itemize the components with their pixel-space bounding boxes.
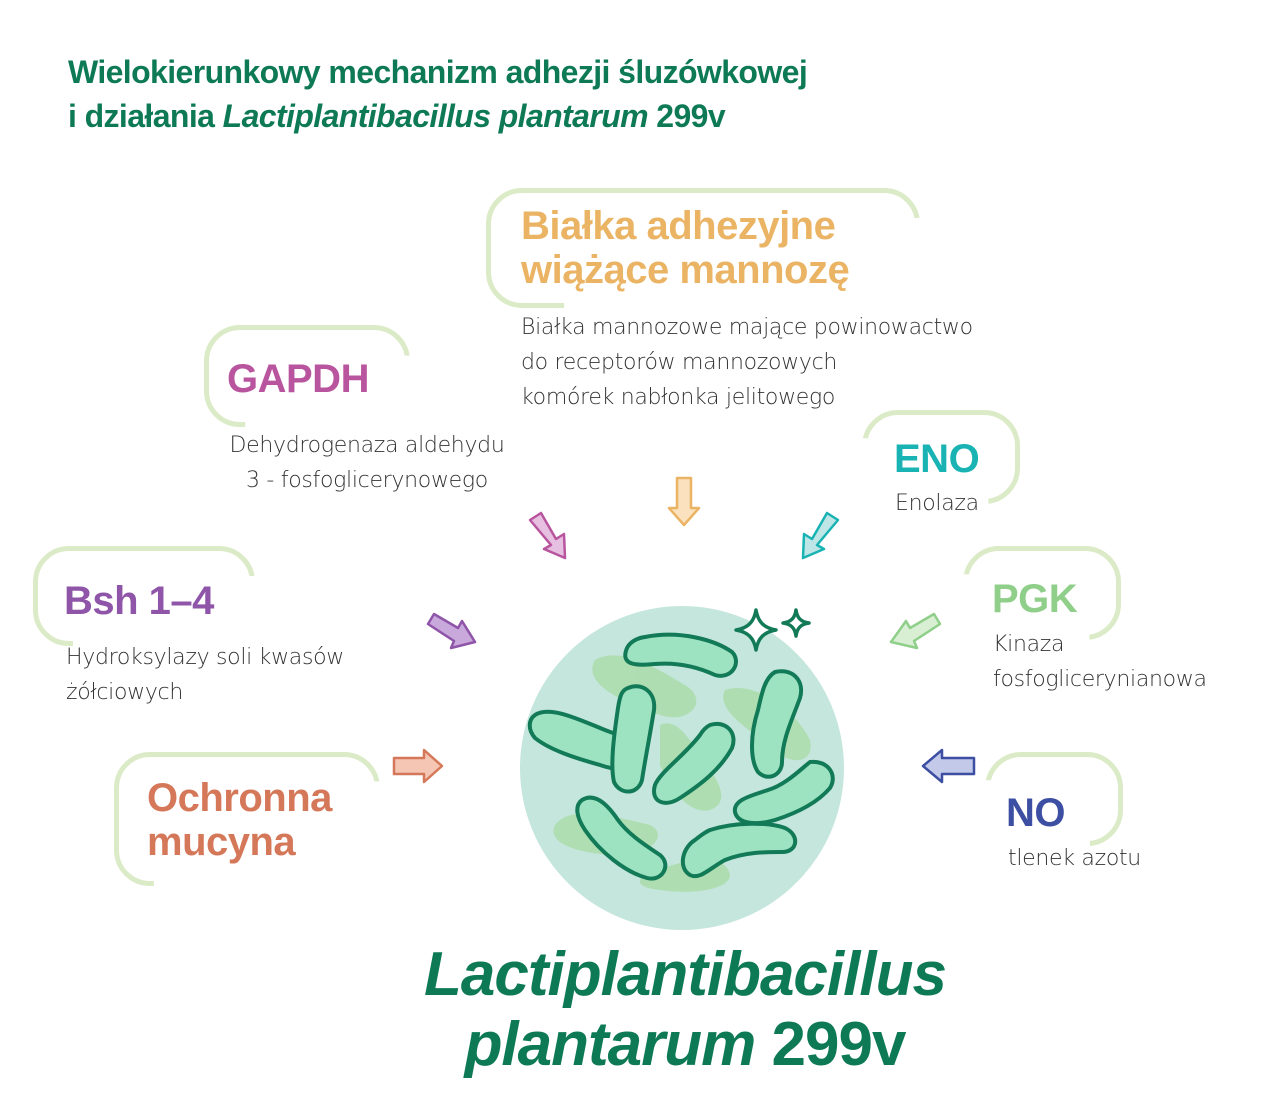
- arrow-down-right-icon: [528, 511, 567, 560]
- pgk-heading: PGK: [992, 577, 1078, 621]
- mannose-description: Białka mannozowe mające powinowactwo do …: [521, 315, 973, 410]
- bsh-description: Hydroksylazy soli kwasów żółciowych: [66, 645, 344, 705]
- no-description: tlenek azotu: [1008, 846, 1141, 871]
- mannose-heading: Białka adhezyjne wiążące mannozę: [521, 204, 850, 292]
- bacteria-cluster-icon: [520, 606, 844, 930]
- arrow-right-icon: [392, 748, 444, 784]
- arrow-down-left-icon: [889, 612, 942, 650]
- gapdh-description: Dehydrogenaza aldehydu 3 - fosfogliceryn…: [229, 433, 505, 493]
- no-heading: NO: [1006, 791, 1066, 835]
- title-species: Lactiplantibacillus plantarum: [222, 98, 649, 134]
- mucin-heading: Ochronna mucyna: [147, 776, 332, 864]
- page-title: Wielokierunkowy mechanizm adhezji śluzów…: [68, 50, 808, 138]
- arrow-down-left-icon: [801, 511, 840, 560]
- arrow-left-icon: [921, 748, 976, 784]
- eno-heading: ENO: [894, 437, 980, 481]
- eno-description: Enolaza: [895, 491, 979, 516]
- arrow-down-right-icon: [426, 612, 477, 650]
- title-line-2: i działania Lactiplantibacillus plantaru…: [68, 98, 726, 134]
- title-line-1: Wielokierunkowy mechanizm adhezji śluzów…: [68, 54, 808, 90]
- pgk-description: Kinaza fosfoglicerynianowa: [993, 632, 1207, 692]
- gapdh-heading: GAPDH: [227, 357, 369, 401]
- arrow-down-icon: [667, 476, 701, 527]
- species-label: Lactiplantibacillus plantarum 299v: [424, 940, 947, 1079]
- bsh-heading: Bsh 1–4: [64, 579, 214, 623]
